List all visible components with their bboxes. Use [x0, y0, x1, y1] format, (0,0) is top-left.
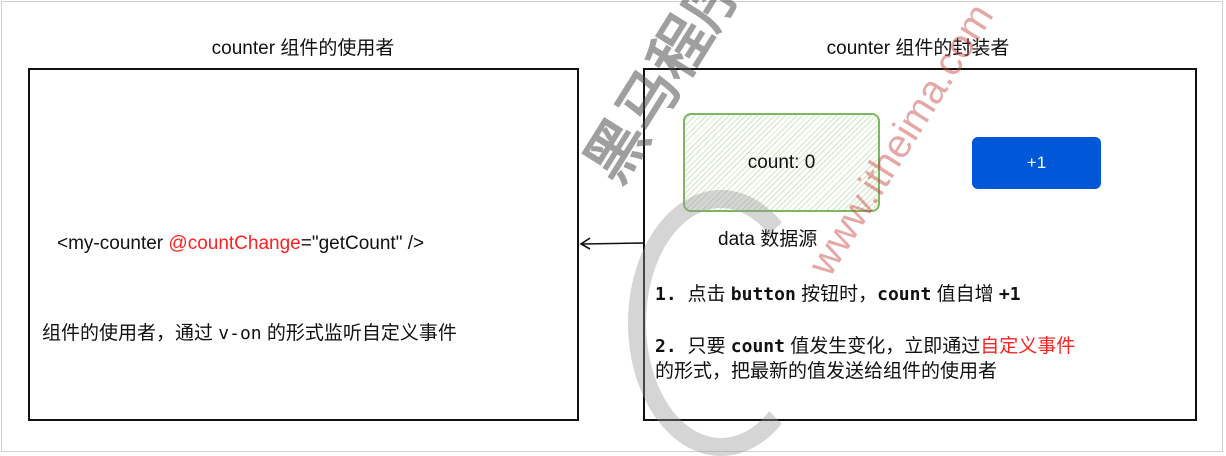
step-2: 2. 只要 count 值发生变化，立即通过自定义事件 — [655, 331, 1075, 358]
data-source-label: data 数据源 — [718, 229, 818, 250]
step-text: 值自增 — [931, 284, 999, 305]
wrapper-title: counter 组件的封装者 — [826, 38, 1010, 59]
code-tag: <my-counter — [57, 233, 169, 254]
consumer-description: 组件的使用者，通过 v-on 的形式监听自定义事件 — [42, 318, 457, 345]
step-num: 1. — [655, 284, 688, 305]
data-source-box: count: 0 — [683, 113, 880, 212]
step-text: 点击 — [687, 284, 731, 305]
consumer-title: counter 组件的使用者 — [211, 38, 395, 59]
desc-text: 组件的使用者，通过 — [42, 323, 219, 344]
step-1: 1. 点击 button 按钮时，count 值自增 +1 — [655, 279, 1021, 306]
desc-text: 的形式监听自定义事件 — [261, 323, 457, 344]
arrow-to-consumer — [579, 237, 645, 250]
code-event: @countChange — [168, 233, 301, 254]
count-value: count: 0 — [747, 151, 816, 173]
consumer-code: <my-counter @countChange="getCount" /> — [57, 233, 424, 255]
step-code: count — [877, 284, 932, 305]
button-label: +1 — [1026, 153, 1047, 172]
step-text: 只要 — [687, 336, 731, 357]
code-handler: ="getCount" /> — [300, 233, 425, 254]
step-num: 2. — [655, 336, 688, 357]
step-code: button — [730, 284, 796, 305]
wrapper-box — [643, 68, 1197, 421]
increment-button[interactable]: +1 — [972, 137, 1101, 189]
step-text: 值发生变化，立即通过 — [784, 336, 981, 357]
step-code: +1 — [998, 284, 1021, 305]
step-code: count — [730, 336, 785, 357]
desc-code: v-on — [218, 323, 262, 344]
consumer-box — [28, 68, 579, 421]
step-text: 按钮时， — [795, 284, 878, 305]
step-2-line-2: 的形式，把最新的值发送给组件的使用者 — [655, 361, 998, 382]
step-highlight: 自定义事件 — [980, 336, 1076, 357]
